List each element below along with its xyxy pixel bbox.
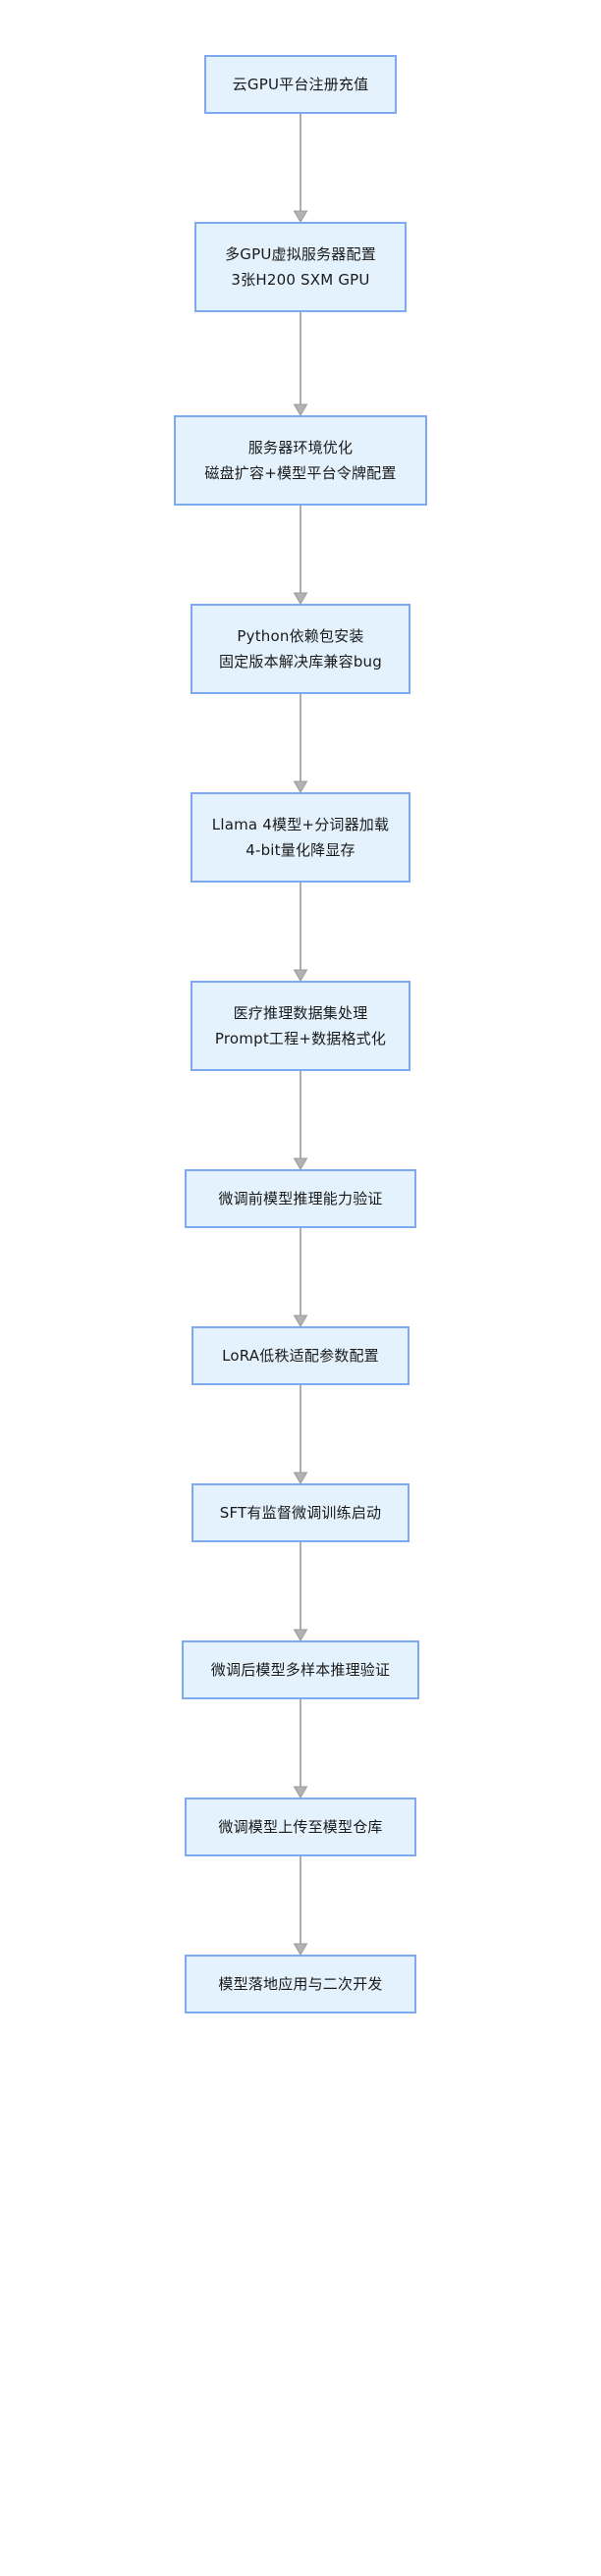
flow-node-label-secondary: 3张H200 SXM GPU [231,271,370,289]
flow-node-label-secondary: 固定版本解决库兼容bug [219,653,382,671]
flow-node-label-primary: LoRA低秩适配参数配置 [222,1347,379,1365]
flow-edge-n8-to-n9 [293,1385,308,1484]
flow-node-label-secondary: Prompt工程+数据格式化 [214,1030,387,1047]
arrowhead-icon [293,210,308,223]
flow-node-label-primary: SFT有监督微调训练启动 [219,1504,382,1522]
flow-node-label-primary: 模型落地应用与二次开发 [218,1975,383,1993]
arrowhead-icon [293,1786,308,1798]
flow-edge-n5-to-n6 [293,883,308,982]
flow-node-label-primary: 服务器环境优化 [247,439,354,456]
flow-edge-n11-to-n12 [293,1856,308,1956]
flow-edge-n9-to-n10 [293,1542,308,1641]
flow-node-n12[interactable]: 模型落地应用与二次开发 [185,1955,416,2013]
flow-edge-n10-to-n11 [293,1699,308,1798]
arrowhead-icon [293,1472,308,1484]
flow-node-label-primary: 微调后模型多样本推理验证 [210,1661,391,1679]
arrowhead-icon [293,592,308,605]
flow-node-label-primary: 多GPU虚拟服务器配置 [225,245,376,263]
flow-node-label-secondary: 4-bit量化降显存 [246,841,355,859]
flow-node-n1[interactable]: 云GPU平台注册充值 [204,55,397,114]
flow-node-label-primary: 微调模型上传至模型仓库 [218,1818,383,1836]
flow-node-label-primary: 云GPU平台注册充值 [232,76,369,93]
flow-node-n6[interactable]: 医疗推理数据集处理 Prompt工程+数据格式化 [191,981,410,1071]
flow-node-n9[interactable]: SFT有监督微调训练启动 [191,1483,410,1542]
flow-edge-n3-to-n4 [293,506,308,605]
flow-node-n10[interactable]: 微调后模型多样本推理验证 [182,1640,419,1699]
flow-node-n5[interactable]: Llama 4模型+分词器加载 4-bit量化降显存 [191,792,410,883]
arrowhead-icon [293,969,308,982]
flow-edge-n2-to-n3 [293,312,308,416]
flow-edge-n6-to-n7 [293,1071,308,1170]
flow-node-n2[interactable]: 多GPU虚拟服务器配置 3张H200 SXM GPU [194,222,407,312]
flow-node-label-primary: 医疗推理数据集处理 [233,1004,368,1022]
flow-edge-n7-to-n8 [293,1228,308,1327]
flow-node-label-primary: Llama 4模型+分词器加载 [211,816,390,833]
flow-node-n11[interactable]: 微调模型上传至模型仓库 [185,1798,416,1856]
flow-node-n3[interactable]: 服务器环境优化磁盘扩容+模型平台令牌配置 [174,415,427,506]
flow-edge-n4-to-n5 [293,694,308,793]
flow-edge-n1-to-n2 [293,114,308,223]
flow-node-n4[interactable]: Python依赖包安装固定版本解决库兼容bug [191,604,410,694]
flow-node-label-secondary: 磁盘扩容+模型平台令牌配置 [204,464,397,482]
flow-node-n7[interactable]: 微调前模型推理能力验证 [185,1169,416,1228]
arrowhead-icon [293,403,308,416]
arrowhead-icon [293,1629,308,1641]
arrowhead-icon [293,1943,308,1956]
flow-node-n8[interactable]: LoRA低秩适配参数配置 [191,1326,410,1385]
arrowhead-icon [293,1315,308,1327]
arrowhead-icon [293,780,308,793]
arrowhead-icon [293,1157,308,1170]
flow-node-label-primary: Python依赖包安装 [237,627,364,645]
flow-node-label-primary: 微调前模型推理能力验证 [218,1190,383,1208]
